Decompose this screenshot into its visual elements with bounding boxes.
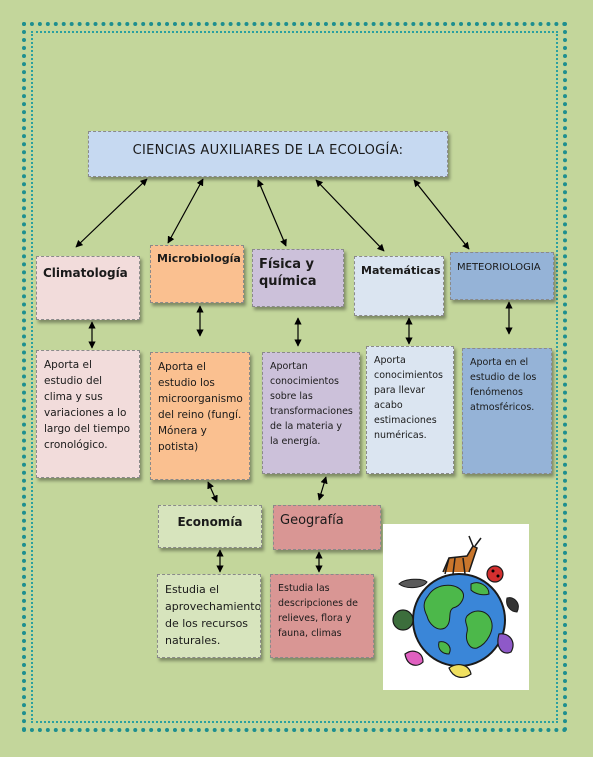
desc-meteoriologia: Aporta en el estudio de los fenómenos at…: [462, 348, 552, 474]
diagram-title-text: CIENCIAS AUXILIARES DE LA ECOLOGÍA:: [132, 142, 404, 158]
node-climatologia-label: Climatología: [43, 266, 128, 280]
desc-matematicas: Aporta conocimientos para llevar acabo e…: [366, 346, 454, 474]
arrow-title-fisica: [257, 179, 287, 247]
desc-fisica-quimica-text: Aportan conocimientos sobre las transfor…: [270, 361, 353, 447]
node-fisica-quimica-label: Física y química: [259, 257, 317, 289]
decorative-border-inner: [31, 31, 558, 723]
node-economia-label: Economía: [177, 515, 243, 529]
desc-geografia: Estudia las descripciones de relieves, f…: [270, 574, 374, 658]
node-microbiologia: Microbiología: [150, 245, 244, 303]
desc-climatologia: Aporta el estudio del clima y sus variac…: [36, 350, 140, 478]
desc-climatologia-text: Aporta el estudio del clima y sus variac…: [44, 359, 131, 451]
arrow-title-matematicas: [315, 179, 385, 252]
node-meteoriologia-label: METEORIOLOGIA: [457, 262, 541, 273]
desc-microbiologia: Aporta el estudio los microorganismo del…: [150, 352, 250, 480]
node-matematicas: Matemáticas: [354, 256, 444, 316]
desc-economia: Estudia el aprovechamiento de los recurs…: [157, 574, 261, 658]
desc-fisica-quimica: Aportan conocimientos sobre las transfor…: [262, 352, 360, 474]
node-geografia: Geografía: [273, 505, 381, 550]
arrow-title-meteoriologia: [413, 179, 470, 250]
node-matematicas-label: Matemáticas: [361, 264, 441, 277]
globe-with-animals-icon: [392, 535, 519, 678]
desc-economia-text: Estudia el aprovechamiento de los recurs…: [165, 583, 261, 647]
node-meteoriologia: METEORIOLOGIA: [450, 252, 554, 300]
decorative-border-outer: [22, 22, 567, 732]
arrow-title-microbiologia: [167, 178, 204, 244]
globe-illustration: [383, 524, 529, 690]
arrow-fisica-geografia: [317, 476, 328, 501]
node-geografia-label: Geografía: [280, 513, 344, 528]
desc-meteoriologia-text: Aporta en el estudio de los fenómenos at…: [470, 357, 537, 413]
node-climatologia: Climatología: [36, 256, 140, 320]
arrow-title-climatologia: [75, 178, 148, 248]
desc-matematicas-text: Aporta conocimientos para llevar acabo e…: [374, 355, 443, 441]
diagram-title: CIENCIAS AUXILIARES DE LA ECOLOGÍA:: [88, 131, 448, 177]
desc-geografia-text: Estudia las descripciones de relieves, f…: [278, 583, 359, 639]
desc-microbiologia-text: Aporta el estudio los microorganismo del…: [158, 361, 243, 453]
arrow-microbiologia-economia: [207, 481, 218, 503]
node-economia: Economía: [158, 505, 262, 548]
node-fisica-quimica: Física y química: [252, 249, 344, 307]
node-microbiologia-label: Microbiología: [157, 252, 241, 265]
